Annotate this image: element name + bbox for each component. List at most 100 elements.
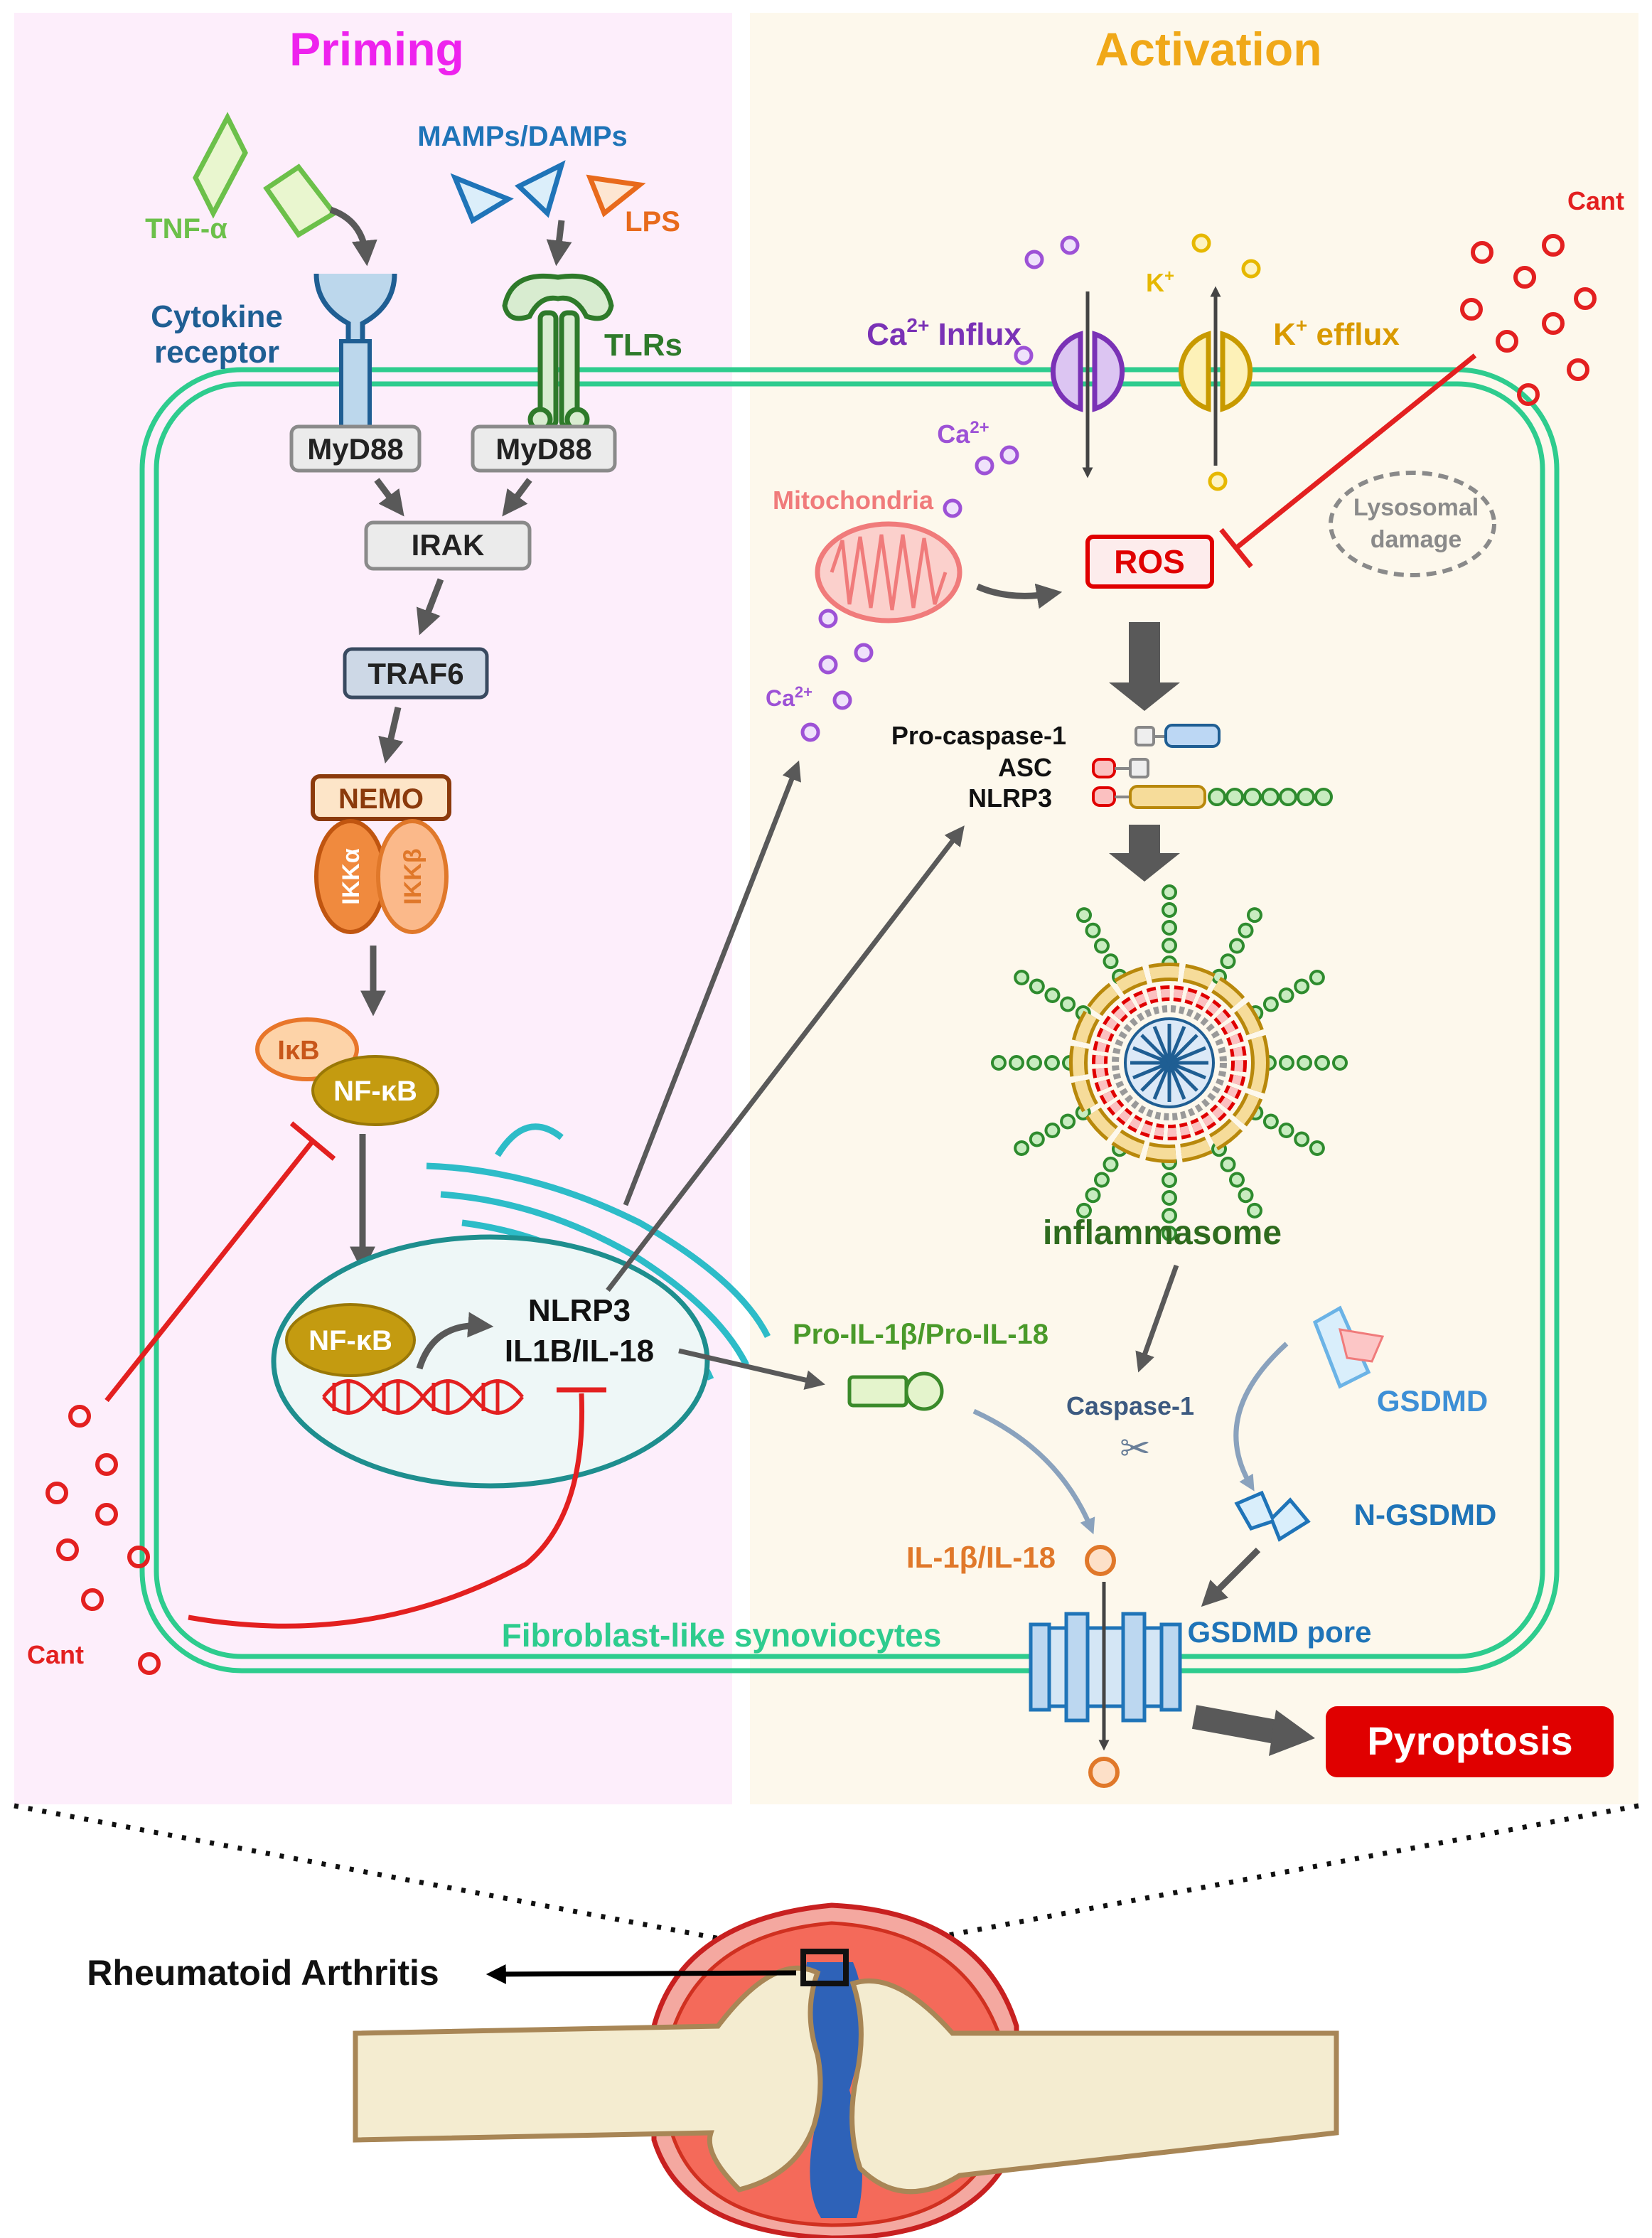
ikkb-shape [376,819,449,934]
arrow-assembly-inflammasome-head [1109,853,1180,882]
arrow-pore-pyroptosis [1191,1705,1282,1745]
nlrp3-gene: NLRP3 [528,1293,631,1328]
pyroptosis-box [1326,1706,1614,1777]
calcium-channel [1050,331,1125,412]
myd88-right-box [471,424,617,473]
lysosomal-damage-shape [1329,471,1496,577]
mitochondria [815,521,962,623]
nemo-box [311,774,451,821]
arrow-traf6-nemo [378,706,404,764]
cant-inhibit-transcription [188,1387,606,1629]
ca-ion-low-label: Ca2+ [766,683,812,711]
tnf-alpha-label: TNF-α [145,213,227,245]
n-gsdmd-label: N-GSDMD [1354,1498,1497,1531]
traf6-box [343,647,489,700]
activation-panel [750,13,1638,1804]
gsdmd-pore-label: GSDMD pore [1187,1615,1371,1649]
zoom-line-left [14,1803,808,1958]
cytokine-receptor-label-1: Cytokine [151,299,283,334]
activation-title: Activation [1095,23,1321,75]
inflammasome-label: inflammasome [1043,1214,1282,1252]
il-genes: IL1B/IL-18 [505,1334,654,1369]
cytokine-receptor-label-2: receptor [154,335,279,370]
nlrp3-molecule [1092,785,1333,809]
tnf-alpha-ligands [193,112,338,238]
ikb-shape [255,1017,359,1081]
irak: IRAK [412,528,485,562]
mamps-damps-ligands [450,160,566,225]
arrow-myd88r-irak [502,478,532,517]
priming-title: Priming [289,23,464,75]
myd88-left-box [289,424,422,473]
arrow-myd88l-irak [374,478,404,517]
tlrs-label: TLRs [604,328,682,363]
cant-top-molecules [1460,234,1597,406]
arrow-gsdmd-cleavage [1233,1342,1289,1492]
cant-inhibit-nfkb [104,1121,336,1403]
lysosomal-label-1: Lysosomal [1353,494,1479,521]
cant-left-label: Cant [27,1640,84,1669]
arrow-proil-il [972,1408,1095,1535]
traf6: TRAF6 [368,657,463,690]
lysosomal-label-2: damage [1371,526,1462,553]
pro-il-molecule [847,1371,944,1411]
ikkb: IKKβ [399,848,427,904]
ca-influx-label: Ca2+ Influx [867,314,1021,352]
potassium-ions [1191,233,1261,491]
nemo: NEMO [338,783,424,815]
arrow-pore-pyroptosis-head [1269,1710,1315,1756]
arrow-irak-traf6 [416,578,444,636]
cant-top-label: Cant [1567,186,1624,215]
il-molecule [1085,1545,1116,1576]
zoom-line-right [842,1803,1639,1958]
k-efflux-label: K+ efflux [1273,314,1400,352]
cant-inhibit-ros [1219,353,1477,569]
ros: ROS [1114,543,1185,580]
arrow-ros-assembly-head [1109,682,1180,711]
lps-label: LPS [625,206,680,237]
ikb: IκB [277,1036,319,1066]
asc-label: ASC [998,753,1052,782]
ca-ion-label: Ca2+ [937,418,989,449]
nucleus [271,1234,710,1489]
nfkb-nucleus: NF-κB [309,1325,392,1356]
n-gsdmd-molecule [1234,1490,1311,1542]
cell-membrane-outer [139,367,1560,1674]
il-label: IL-1β/IL-18 [906,1541,1056,1574]
arrow-inflammasome-caspase [1135,1264,1179,1373]
myd88-left: MyD88 [307,432,403,466]
ikka: IKKα [338,848,365,905]
ra-label: Rheumatoid Arthritis [87,1953,439,1993]
zoom-box [800,1949,849,1986]
irak-box [364,520,532,571]
nfkb-shape [311,1055,439,1126]
pro-caspase-label: Pro-caspase-1 [891,721,1066,750]
mitochondria-label: Mitochondria [773,486,934,515]
tnf-arrow [329,206,377,267]
arrow-nucleus-nlrp3 [606,825,965,1292]
cant-left-molecules [45,1405,161,1675]
nfkb: NF-κB [333,1076,417,1107]
arrow-ngsdmd-pore [1201,1547,1261,1607]
ros-box [1085,535,1214,589]
lps-ligand [586,174,646,218]
arrow-ra [486,1964,797,1984]
inflammasome-complex [991,884,1348,1241]
asc-molecule [1092,758,1149,778]
gsdmd-label: GSDMD [1377,1384,1488,1418]
cell-label: Fibroblast-like synoviocytes [502,1617,942,1654]
k-ion-label: K+ [1146,267,1174,297]
nfkb-binding-arrow [416,1312,494,1370]
potassium-channel [1178,331,1253,412]
arrow-nucleus-calcium [623,760,801,1206]
pro-caspase-molecule [1135,724,1221,748]
gsdmd-molecule [1312,1305,1385,1389]
myd88-right: MyD88 [495,432,591,466]
arrow-mito-ros [976,583,1063,609]
mamps-arrow [546,220,572,267]
arrow-nucleus-proil [678,1348,825,1390]
mamps-label: MAMPs/DAMPs [417,121,628,152]
caspase1-label: Caspase-1 [1066,1391,1194,1420]
il-released-molecule [1088,1757,1120,1788]
